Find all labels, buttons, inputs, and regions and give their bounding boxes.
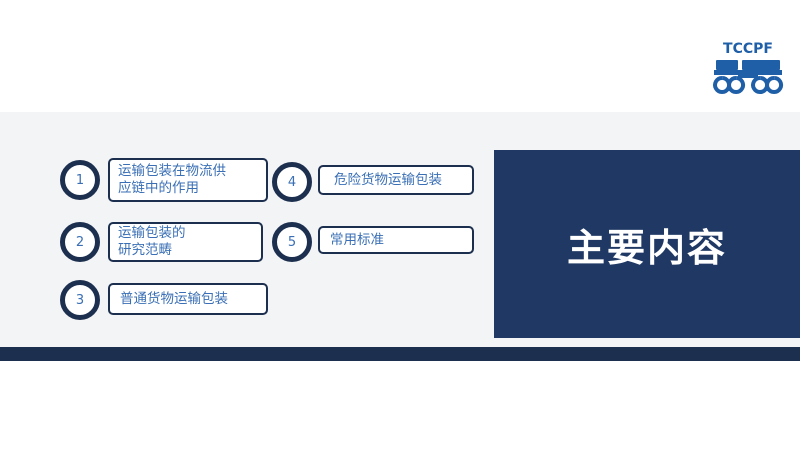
divider-bar xyxy=(0,347,800,361)
toc-number-5: 5 xyxy=(272,222,312,262)
toc-label-1: 运输包装在物流供 应链中的作用 xyxy=(108,158,268,202)
toc-label-3: 普通货物运输包装 xyxy=(108,283,268,315)
toc-label-4: 危险货物运输包装 xyxy=(318,165,474,195)
toc-item-2[interactable]: 2 运输包装的 研究范畴 xyxy=(60,220,270,264)
tccpf-logo: TCCPF xyxy=(713,41,784,94)
logo-text: TCCPF xyxy=(723,41,773,57)
section-title: 主要内容 xyxy=(566,225,727,270)
toc-label-2: 运输包装的 研究范畴 xyxy=(108,222,263,262)
toc-item-1[interactable]: 1 运输包装在物流供 应链中的作用 xyxy=(60,158,270,202)
header-area xyxy=(0,0,800,112)
footer-area xyxy=(0,361,800,450)
toc-number-1: 1 xyxy=(60,160,100,200)
section-title-box: 主要内容 xyxy=(494,150,800,338)
toc-item-5[interactable]: 5 常用标准 xyxy=(272,222,482,262)
toc-label-5: 常用标准 xyxy=(318,226,474,254)
toc-number-2: 2 xyxy=(60,222,100,262)
toc-item-3[interactable]: 3 普通货物运输包装 xyxy=(60,280,270,320)
toc-number-3: 3 xyxy=(60,280,100,320)
toc-item-4[interactable]: 4 危险货物运输包装 xyxy=(272,162,482,202)
toc-number-4: 4 xyxy=(272,162,312,202)
